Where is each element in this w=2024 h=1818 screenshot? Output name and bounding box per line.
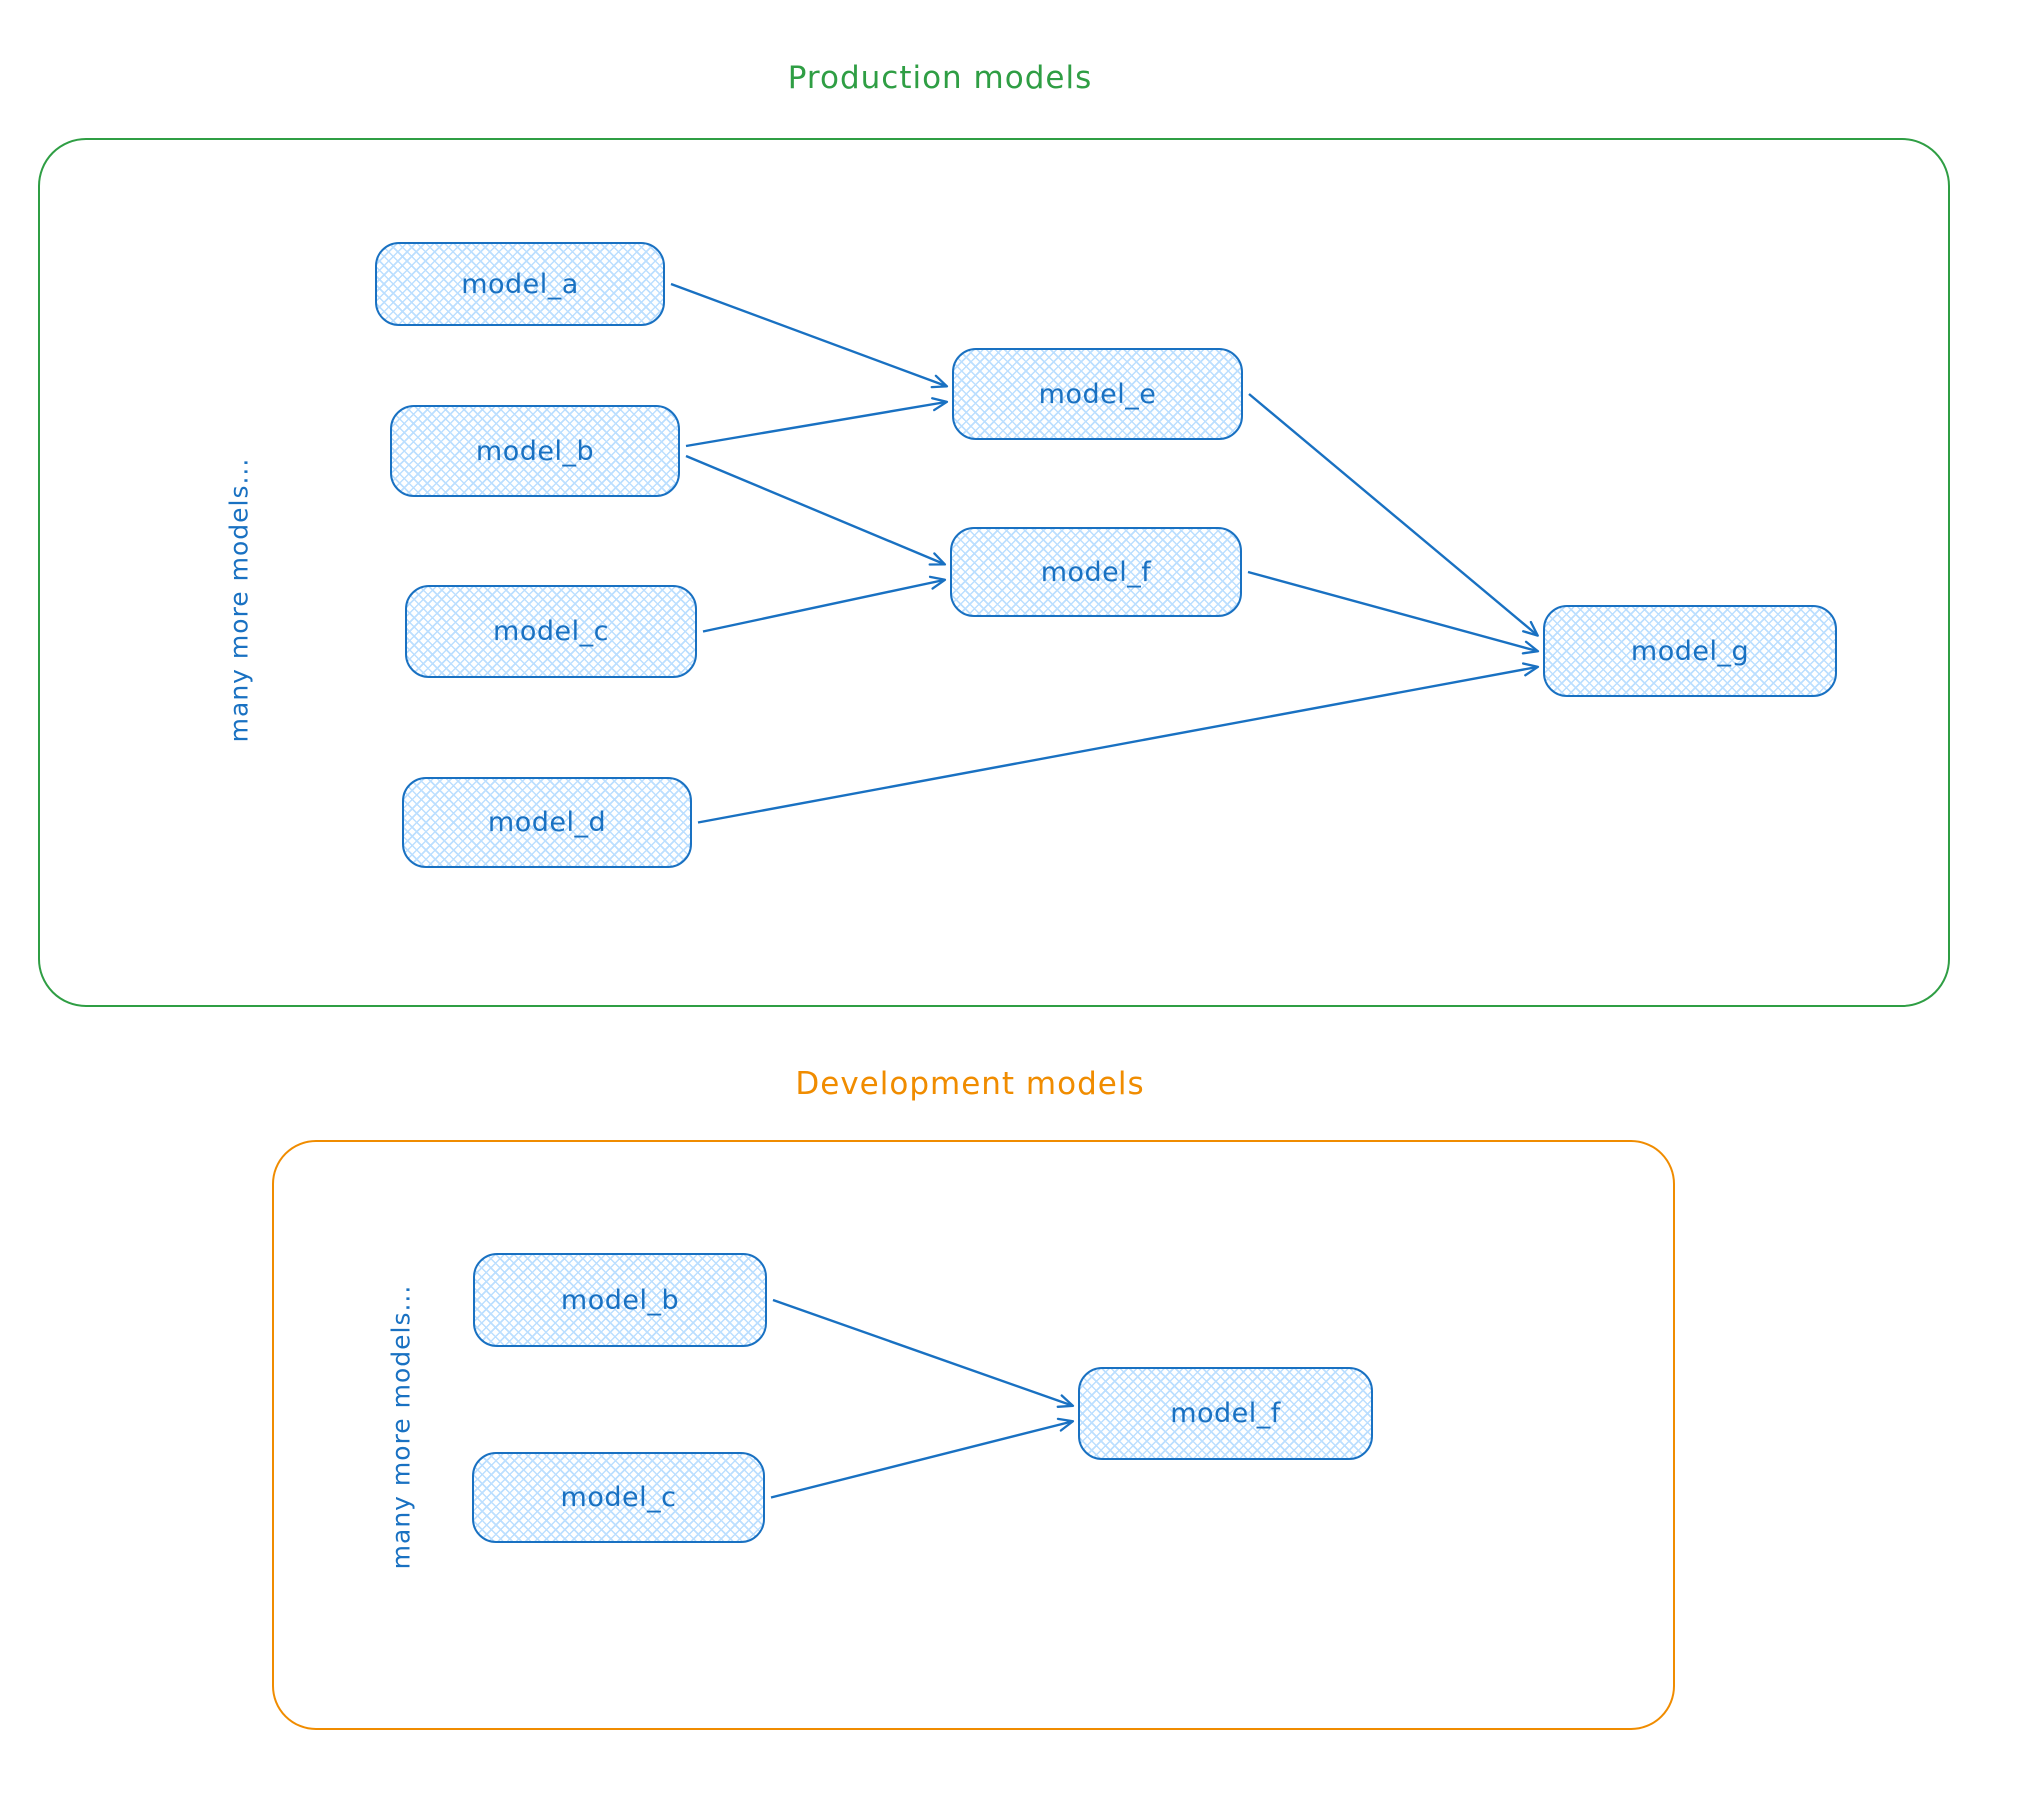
node-dev_b[interactable]: model_b [473,1253,767,1347]
production-frame [38,138,1950,1007]
node-label: model_c [560,1482,677,1513]
node-dev_f[interactable]: model_f [1078,1367,1373,1460]
node-label: model_f [1040,556,1152,588]
development-frame [272,1140,1675,1730]
node-prod_d[interactable]: model_d [402,777,692,868]
node-prod_f[interactable]: model_f [950,527,1242,617]
node-prod_g[interactable]: model_g [1543,605,1837,697]
node-prod_c[interactable]: model_c [405,585,697,678]
development-title: Development models [795,1066,1145,1102]
node-label: model_e [1038,378,1157,410]
node-label: model_c [493,616,609,647]
node-label: model_a [461,268,579,300]
production-side-label: many more models... [224,457,254,743]
node-label: model_f [1170,1398,1281,1429]
development-side-label: many more models... [386,1284,416,1570]
node-label: model_g [1630,635,1750,667]
node-dev_c[interactable]: model_c [472,1452,765,1543]
node-label: model_d [487,807,607,838]
node-label: model_b [475,435,595,467]
production-title: Production models [787,60,1093,96]
node-label: model_b [560,1284,680,1316]
node-prod_e[interactable]: model_e [952,348,1243,440]
node-prod_a[interactable]: model_a [375,242,665,326]
node-prod_b[interactable]: model_b [390,405,680,497]
